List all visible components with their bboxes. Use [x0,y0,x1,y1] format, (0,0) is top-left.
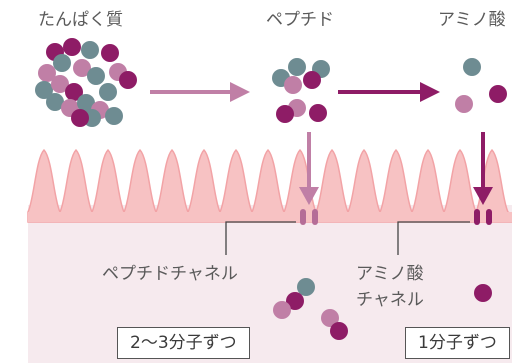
molecule-ball-icon [81,41,99,59]
amino-channel-label-line2: チャネル [356,290,424,310]
molecule-ball-icon [35,81,53,99]
peptide-channel-leader [225,221,296,255]
molecule-ball-icon [63,38,81,56]
amino-acid-cluster [455,58,507,113]
amino-channel-leader [397,221,470,255]
molecule-ball-icon [284,76,302,94]
peptide-cluster [272,58,330,123]
molecule-ball-icon [99,83,117,101]
molecule-ball-icon [309,104,327,122]
protein-cluster [35,38,137,127]
molecule-ball-icon [119,71,137,89]
molecule-ball-icon [65,83,83,101]
molecule-ball-icon [321,309,339,327]
molecule-ball-icon [87,67,105,85]
absorbed-peptide-cluster [273,278,348,340]
peptide-channel-icon [300,209,318,225]
peptide-rate-box: 2〜3分子ずつ [117,327,250,359]
molecule-ball-icon [46,93,64,111]
amino-channel-label-line1: アミノ酸 [356,264,424,284]
intestinal-villi [27,148,512,223]
molecule-ball-icon [53,54,71,72]
molecule-ball-icon [105,107,123,125]
down-arrow-icon [299,132,319,205]
molecule-ball-icon [73,59,91,77]
protein-label: たんぱく質 [38,10,123,30]
molecule-ball-icon [77,94,95,112]
molecule-ball-icon [101,44,119,62]
molecule-ball-icon [273,301,291,319]
molecule-ball-icon [474,284,492,302]
villi-base [28,212,512,222]
right-arrow-icon [150,82,250,102]
amino-acid-label: アミノ酸 [438,10,506,30]
molecule-ball-icon [276,105,294,123]
molecule-ball-icon [38,64,56,82]
down-arrow-icon [473,132,493,205]
amino-rate-box: 1分子ずつ [405,327,510,359]
peptide-channel-label: ペプチドチャネル [102,264,238,284]
molecule-ball-icon [297,278,315,296]
molecule-ball-icon [288,58,306,76]
peptide-label: ペプチド [266,10,334,30]
molecule-ball-icon [51,75,69,93]
molecule-ball-icon [286,292,304,310]
right-arrow-icon [338,82,440,102]
molecule-ball-icon [303,71,321,89]
molecule-ball-icon [455,95,473,113]
molecule-ball-icon [330,322,348,340]
molecule-ball-icon [463,58,481,76]
molecule-ball-icon [489,85,507,103]
molecule-ball-icon [71,109,89,127]
amino-channel-icon [474,209,492,225]
